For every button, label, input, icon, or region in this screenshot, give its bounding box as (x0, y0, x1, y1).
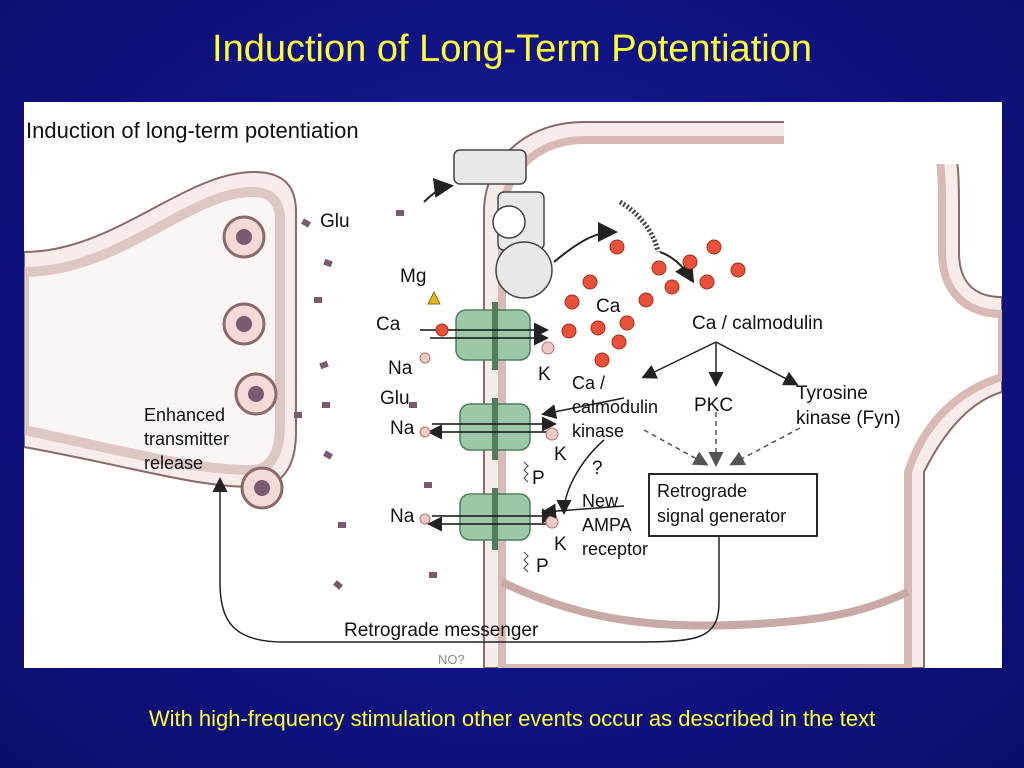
label-p-1: P (532, 468, 545, 489)
retrograde-signal-generator-box (648, 473, 818, 537)
label-new-ampa-3: receptor (582, 539, 648, 559)
ltp-diagram: Induction of long-term potentiation Glu … (24, 102, 1002, 668)
label-retro-gen-2: signal generator (657, 506, 786, 526)
new-ampa-channel (459, 488, 531, 550)
sodium-potassium-ions (419, 341, 559, 529)
label-tyrosine-2: kinase (Fyn) (796, 408, 901, 429)
label-na-2: Na (390, 418, 415, 439)
label-pkc: PKC (694, 395, 733, 416)
label-camk-1: Ca / (572, 373, 605, 393)
label-ca-calmodulin: Ca / calmodulin (692, 313, 823, 334)
label-p-2: P (536, 556, 549, 577)
vesicle-group (222, 215, 284, 510)
slide-title: Induction of Long-Term Potentiation (212, 28, 812, 70)
figure-title: Induction of long-term potentiation (26, 118, 359, 143)
slide-caption: With high-frequency stimulation other ev… (148, 706, 876, 731)
label-ca-inside: Ca (596, 296, 621, 317)
label-k-2: K (554, 444, 567, 465)
label-na-1: Na (388, 358, 413, 379)
label-retro-messenger: Retrograde messenger (344, 620, 539, 641)
glutamate-molecules (294, 210, 437, 590)
label-tyrosine-1: Tyrosine (796, 383, 868, 404)
label-new-ampa-2: AMPA (582, 515, 632, 535)
label-camk-2: calmodulin (572, 397, 658, 417)
label-enhanced-1: Enhanced (144, 405, 225, 425)
label-mg: Mg (400, 266, 426, 287)
label-glu-left: Glu (380, 388, 410, 409)
calcium-ions (435, 239, 746, 368)
label-k-1: K (538, 364, 551, 385)
label-question: ? (592, 458, 603, 479)
label-ca-left: Ca (376, 314, 401, 335)
ltp-figure: Induction of long-term potentiation Glu … (24, 102, 1002, 668)
label-camk-3: kinase (572, 421, 624, 441)
label-glu-top: Glu (320, 211, 350, 232)
ampa-channel (459, 398, 531, 460)
receptor-complex (453, 149, 553, 299)
nmda-channel (455, 302, 531, 370)
label-na-3: Na (390, 506, 415, 527)
label-new-ampa-1: New (582, 491, 619, 511)
label-enhanced-2: transmitter (144, 429, 229, 449)
retrograde-messenger-path (212, 477, 720, 643)
label-retro-gen-1: Retrograde (657, 481, 747, 501)
label-enhanced-3: release (144, 453, 203, 473)
label-k-3: K (554, 534, 567, 555)
mg-ion-icon (427, 290, 441, 305)
label-no: NO? (438, 652, 465, 667)
